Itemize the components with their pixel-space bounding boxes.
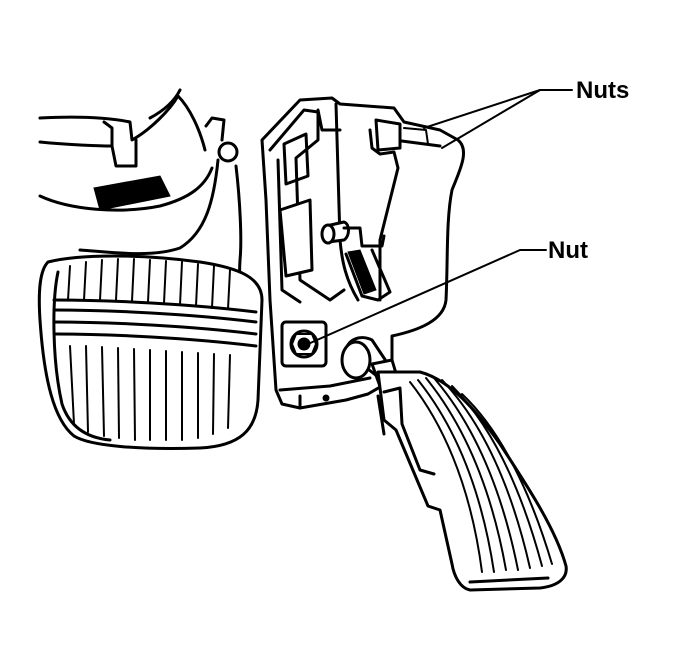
- nut-leader-line: [307, 249, 547, 345]
- small-knob: [204, 116, 239, 163]
- nuts-leader-lines: [423, 89, 573, 149]
- nut-label: Nut: [548, 237, 588, 264]
- nuts-label: Nuts: [576, 77, 629, 104]
- steering-column-cover: [38, 88, 214, 212]
- dash-bracket-block: [93, 175, 171, 211]
- nut: [280, 320, 328, 368]
- brake-pedal: [37, 254, 264, 450]
- accelerator-pedal: [340, 336, 568, 592]
- bracket-left-curve: [78, 158, 220, 256]
